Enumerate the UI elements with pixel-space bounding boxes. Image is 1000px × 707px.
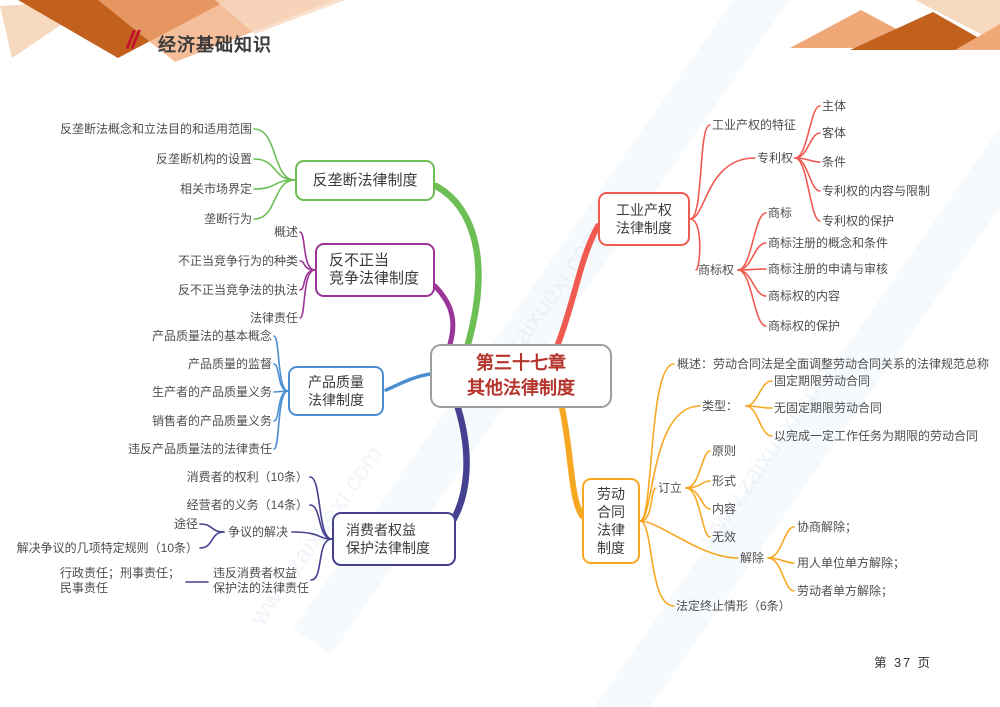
leaf-unfair-1[interactable]: 不正当竞争行为的种类 [177, 254, 298, 268]
leaf-industrial-patent[interactable]: 专利权 [757, 151, 794, 165]
leaf-labor-statutory[interactable]: 法定终止情形（6条） [676, 599, 791, 613]
leaf-labor-overview[interactable]: 概述：劳动合同法是全面调整劳动合同关系的法律规范总称 [677, 357, 990, 371]
center-line1: 第三十七章 [476, 353, 566, 373]
industrial-title1: 工业产权 [616, 202, 672, 218]
leaf-consumer-obligations[interactable]: 经营者的义务（14条） [186, 498, 308, 512]
corner-decorations [0, 0, 1000, 62]
industrial-title2: 法律制度 [616, 220, 672, 236]
leaf-product-4[interactable]: 违反产品质量法的法律责任 [127, 442, 272, 456]
leaf-labor-terminate[interactable]: 解除 [740, 551, 765, 565]
node-consumer-protection[interactable]: 消费者权益 保护法律制度 [332, 512, 456, 566]
leaf-consumer-dispute-rules[interactable]: 解决争议的几项特定规则（10条） [16, 541, 198, 555]
leaf-product-0[interactable]: 产品质量法的基本概念 [151, 329, 272, 343]
unfair-title1: 反不正当 [329, 252, 390, 269]
leaf-consumer-rights[interactable]: 消费者的权利（10条） [186, 470, 308, 484]
leaf-labor-terminate-0[interactable]: 协商解除； [797, 520, 858, 534]
consumer-title2: 保护法律制度 [346, 540, 430, 556]
page-number: 第 37 页 [874, 656, 932, 670]
leaf-patent-4[interactable]: 专利权的保护 [822, 214, 895, 228]
leaf-product-3[interactable]: 销售者的产品质量义务 [151, 414, 272, 428]
consumer-title1: 消费者权益 [346, 522, 416, 538]
node-center[interactable]: 第三十七章 其他法律制度 [430, 344, 612, 408]
leaf-labor-type-1[interactable]: 无固定期限劳动合同 [774, 401, 883, 415]
leaf-patent-3[interactable]: 专利权的内容与限制 [822, 184, 931, 198]
node-product-quality[interactable]: 产品质量 法律制度 [288, 366, 384, 416]
unfair-title2: 竞争法律制度 [329, 270, 420, 287]
consumer-violation-line1: 违反消费者权益 [213, 566, 298, 580]
labor-title3: 法律 [597, 522, 625, 538]
leaf-unfair-0[interactable]: 概述 [273, 225, 298, 239]
leaf-patent-1[interactable]: 客体 [822, 126, 847, 140]
leaf-labor-conclude-2[interactable]: 内容 [712, 502, 737, 516]
labor-title1: 劳动 [597, 486, 625, 502]
leaf-labor-type-0[interactable]: 固定期限劳动合同 [774, 374, 871, 388]
product-title1: 产品质量 [308, 374, 364, 390]
header-slash-mark: // [124, 26, 140, 54]
leaf-antimonopoly-0[interactable]: 反垄断法概念和立法目的和适用范围 [59, 122, 252, 136]
leaf-unfair-2[interactable]: 反不正当竞争法的执法 [177, 283, 298, 297]
consumer-liability-line1: 行政责任；刑事责任； [60, 566, 181, 580]
leaf-antimonopoly-2[interactable]: 相关市场界定 [179, 182, 252, 196]
leaf-patent-0[interactable]: 主体 [822, 99, 847, 113]
leaf-consumer-dispute-route[interactable]: 途径 [173, 517, 198, 531]
leaf-unfair-3[interactable]: 法律责任 [249, 311, 298, 325]
node-unfair-competition[interactable]: 反不正当 竞争法律制度 [315, 243, 435, 297]
leaf-trademark-4[interactable]: 商标权的保护 [768, 319, 841, 333]
leaf-trademark-0[interactable]: 商标 [768, 206, 793, 220]
leaf-antimonopoly-3[interactable]: 垄断行为 [203, 212, 252, 226]
leaf-industrial-feature[interactable]: 工业产权的特征 [712, 118, 797, 132]
node-labor-contract[interactable]: 劳动 合同 法律 制度 [582, 478, 640, 564]
leaf-labor-terminate-2[interactable]: 劳动者单方解除； [797, 584, 894, 598]
leaf-trademark-1[interactable]: 商标注册的概念和条件 [768, 236, 889, 250]
leaf-consumer-violation[interactable]: 违反消费者权益 保护法的法律责任 [213, 566, 323, 596]
consumer-violation-line2: 保护法的法律责任 [213, 581, 310, 595]
leaf-consumer-dispute[interactable]: 争议的解决 [227, 525, 288, 539]
leaf-antimonopoly-1[interactable]: 反垄断机构的设置 [155, 152, 252, 166]
leaf-labor-conclude-3[interactable]: 无效 [712, 530, 737, 544]
leaf-product-2[interactable]: 生产者的产品质量义务 [151, 385, 272, 399]
leaf-labor-type[interactable]: 类型： [702, 399, 739, 413]
leaf-trademark-2[interactable]: 商标注册的申请与审核 [768, 262, 889, 276]
consumer-liability-line2: 民事责任 [60, 581, 109, 595]
node-industrial-property[interactable]: 工业产权 法律制度 [598, 192, 690, 246]
labor-title2: 合同 [597, 504, 625, 520]
watermark-band [593, 0, 1000, 707]
leaf-industrial-trademark[interactable]: 商标权 [698, 263, 735, 277]
leaf-consumer-liability[interactable]: 行政责任；刑事责任； 民事责任 [60, 566, 186, 596]
product-title2: 法律制度 [308, 392, 364, 408]
leaf-labor-type-2[interactable]: 以完成一定工作任务为期限的劳动合同 [774, 429, 979, 443]
leaf-labor-conclude-1[interactable]: 形式 [712, 474, 737, 488]
center-line2: 其他法律制度 [467, 378, 575, 398]
leaf-patent-2[interactable]: 条件 [822, 155, 847, 169]
labor-title4: 制度 [597, 540, 625, 556]
leaf-trademark-3[interactable]: 商标权的内容 [768, 289, 841, 303]
leaf-product-1[interactable]: 产品质量的监督 [187, 357, 272, 371]
antimonopoly-title: 反垄断法律制度 [312, 171, 418, 189]
page-title: 经济基础知识 [158, 35, 272, 55]
leaf-labor-conclude[interactable]: 订立 [658, 481, 683, 495]
node-antimonopoly[interactable]: 反垄断法律制度 [295, 160, 435, 201]
leaf-labor-conclude-0[interactable]: 原则 [712, 444, 737, 458]
leaf-labor-terminate-1[interactable]: 用人单位单方解除； [797, 556, 906, 570]
